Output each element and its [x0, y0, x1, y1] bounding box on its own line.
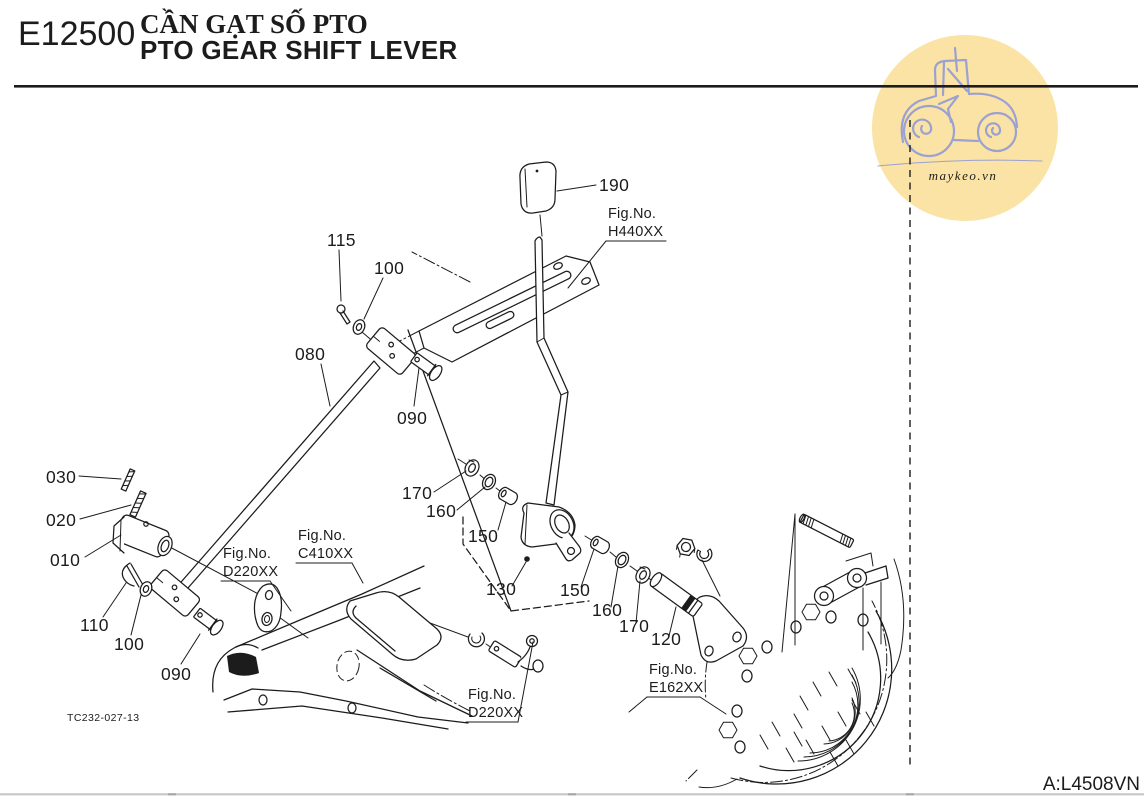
footer: A:L4508VN [0, 774, 1144, 796]
label-115: 115 [327, 230, 356, 250]
footer-ref-code: A:L4508VN [1043, 774, 1140, 795]
arm-boss-010 [112, 514, 173, 558]
label-020: 020 [46, 510, 76, 530]
label-090-upper: 090 [397, 408, 427, 428]
spring-washer-170-right [635, 566, 651, 584]
svg-text:H440XX: H440XX [608, 224, 663, 240]
svg-text:C410XX: C410XX [298, 546, 353, 562]
fig-ref-c410: Fig.No. C410XX [295, 528, 364, 584]
clevis-pin-upper [410, 352, 443, 382]
rod-lower-clamp [149, 569, 201, 617]
svg-text:Fig.No.: Fig.No. [608, 206, 656, 222]
pivot-hardware [457, 458, 748, 663]
spring-pin-030 [120, 468, 136, 492]
rod-upper-clamp [366, 327, 416, 375]
fig-ref-d220-upper: Fig.No. D220XX [220, 546, 292, 612]
tractor-icon [877, 46, 1043, 167]
svg-text:Fig.No.: Fig.No. [223, 546, 271, 562]
lever-boss [520, 502, 582, 562]
header-rule [14, 85, 1138, 88]
washer-100-lower [139, 581, 153, 597]
part-number-labels: 190 115 100 080 090 030 020 010 110 100 … [46, 175, 681, 684]
panel-c410 [212, 565, 473, 730]
svg-text:E162XX: E162XX [649, 680, 704, 696]
lower-arm-d220 [467, 632, 544, 673]
exploded-diagram: 190 115 100 080 090 030 020 010 110 100 … [46, 161, 905, 789]
pin-020 [129, 490, 147, 518]
svg-text:Fig.No.: Fig.No. [468, 687, 516, 703]
label-110: 110 [80, 615, 109, 635]
label-030: 030 [46, 467, 76, 487]
label-120: 120 [651, 629, 681, 649]
fig-ref-d220-lower: Fig.No. D220XX [465, 641, 534, 723]
drawing-number: TC232-027-13 [67, 712, 140, 724]
section-code: E12500 [18, 15, 135, 53]
washer-160-right [614, 551, 630, 569]
watermark-label: maykeo.vn [929, 168, 998, 183]
label-010: 010 [50, 550, 80, 570]
clevis-pin-lower [193, 607, 224, 636]
label-100-lower: 100 [114, 634, 144, 654]
cotter-pin-115 [336, 304, 351, 325]
label-160-left: 160 [426, 501, 456, 521]
label-190: 190 [599, 175, 629, 195]
watermark: maykeo.vn [872, 35, 1058, 221]
label-080: 080 [295, 344, 325, 364]
label-130: 130 [486, 579, 516, 599]
callouts [78, 184, 677, 665]
svg-text:D220XX: D220XX [223, 564, 278, 580]
bushing-150-right [589, 535, 611, 555]
knob-190 [519, 161, 557, 214]
svg-text:D220XX: D220XX [468, 705, 523, 721]
pivot-shaft-120 [649, 572, 703, 617]
nut [675, 537, 696, 558]
svg-text:Fig.No.: Fig.No. [649, 662, 697, 678]
label-090-lower: 090 [161, 664, 191, 684]
label-150-right: 150 [560, 580, 590, 600]
link-plate-d220 [253, 583, 283, 633]
bushing-150-left [497, 486, 519, 506]
spring-clip-110 [121, 562, 144, 588]
stud-bolt [798, 513, 855, 548]
fig-ref-h440: Fig.No. H440XX [567, 206, 667, 289]
page-title-vi: CẦN GẠT SỐ PTO [140, 8, 368, 39]
washer-100-upper [352, 319, 366, 335]
shift-rod-assembly [149, 304, 443, 636]
hatching [759, 668, 875, 767]
lock-washer [696, 548, 713, 563]
left-pivot-cluster [112, 468, 309, 639]
page-title-en: PTO GEAR SHIFT LEVER [140, 35, 458, 65]
shift-lever [519, 161, 582, 562]
label-160-right: 160 [592, 600, 622, 620]
fig-ref-e162: Fig.No. E162XX [628, 662, 727, 715]
lever-shaft [534, 236, 569, 506]
bracket-plate [418, 255, 600, 363]
label-170-left: 170 [402, 483, 432, 503]
label-150-left: 150 [468, 526, 498, 546]
label-170-right: 170 [619, 616, 649, 636]
washer-160-left [481, 473, 497, 491]
header: E12500 CẦN GẠT SỐ PTO PTO GEAR SHIFT LEV… [14, 8, 1138, 88]
watermark-circle [872, 35, 1058, 221]
spring-washer-170-left [464, 459, 480, 477]
svg-text:Fig.No.: Fig.No. [298, 528, 346, 544]
linkage-arm [813, 552, 905, 679]
label-100-upper: 100 [374, 258, 404, 278]
